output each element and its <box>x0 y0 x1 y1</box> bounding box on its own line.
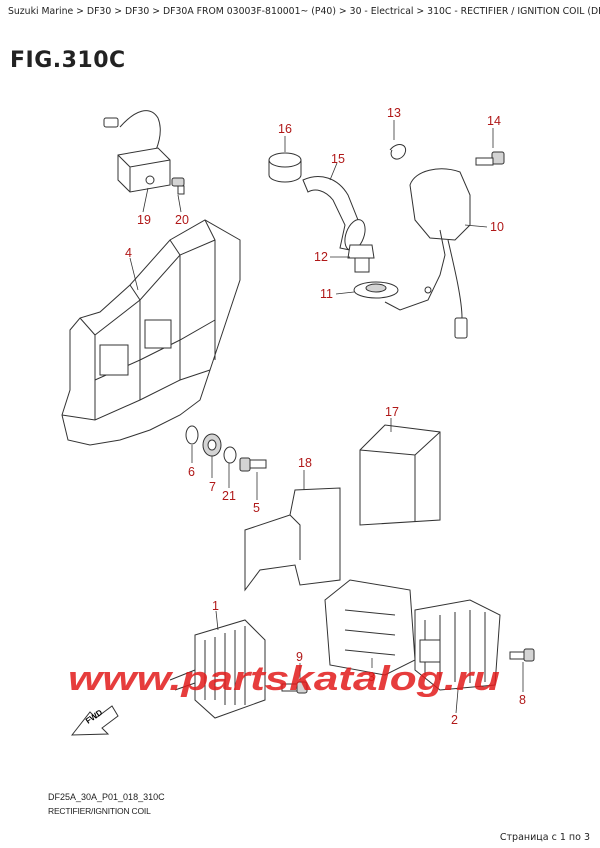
callout-14: 14 <box>487 114 501 128</box>
part-6-drawing <box>185 425 199 445</box>
callout-1: 1 <box>212 599 219 613</box>
callout-21: 21 <box>222 489 236 503</box>
part-3-drawing <box>324 579 416 676</box>
callout-5: 5 <box>253 501 260 515</box>
diagram-subtitle: RECTIFIER/IGNITION COIL <box>48 806 151 816</box>
callout-2: 2 <box>451 713 458 727</box>
callout-3: 3 <box>368 670 375 684</box>
callout-4: 4 <box>125 246 132 260</box>
figure-title: FIG.310C <box>10 48 126 73</box>
part-15-drawing <box>302 176 366 251</box>
watermark: www.partskatalog.ru <box>68 660 500 698</box>
part-4-drawing <box>61 219 241 446</box>
callout-19: 19 <box>137 213 151 227</box>
callout-18: 18 <box>298 456 312 470</box>
part-8-drawing <box>509 648 535 662</box>
part-18-drawing <box>244 487 341 592</box>
callout-17: 17 <box>385 405 399 419</box>
part-1-drawing <box>169 619 266 719</box>
diagram-code: DF25A_30A_P01_018_310C <box>48 792 165 802</box>
callout-7: 7 <box>209 480 216 494</box>
callouts: 19 20 4 16 15 13 14 10 12 11 17 18 6 7 2… <box>125 106 526 727</box>
part-5-drawing <box>239 457 267 472</box>
callout-8: 8 <box>519 693 526 707</box>
callout-10: 10 <box>490 220 504 234</box>
part-19-drawing <box>103 110 171 193</box>
part-20-drawing <box>171 177 185 195</box>
leader-lines <box>129 120 524 714</box>
part-14-drawing <box>475 151 505 166</box>
callout-11: 11 <box>320 287 333 301</box>
part-13-drawing <box>389 144 406 160</box>
part-7-drawing <box>202 433 222 457</box>
callout-6: 6 <box>188 465 195 479</box>
part-11-drawing <box>353 281 399 299</box>
page-indicator: Страница с 1 по 3 <box>499 832 590 843</box>
callout-9: 9 <box>296 650 303 664</box>
callout-20: 20 <box>175 213 189 227</box>
callout-15: 15 <box>331 152 345 166</box>
breadcrumb: Suzuki Marine > DF30 > DF30 > DF30A FROM… <box>8 6 600 17</box>
callout-12: 12 <box>314 250 328 264</box>
callout-16: 16 <box>278 122 292 136</box>
part-16-drawing <box>268 152 302 183</box>
part-21-drawing <box>223 446 237 464</box>
fwd-arrow-icon: FWD <box>70 705 119 736</box>
part-17-drawing <box>359 424 441 526</box>
callout-13: 13 <box>387 106 401 120</box>
part-9-drawing <box>281 681 308 694</box>
part-10-drawing <box>384 168 471 339</box>
part-12-drawing <box>347 244 375 273</box>
part-2-drawing <box>414 599 501 691</box>
